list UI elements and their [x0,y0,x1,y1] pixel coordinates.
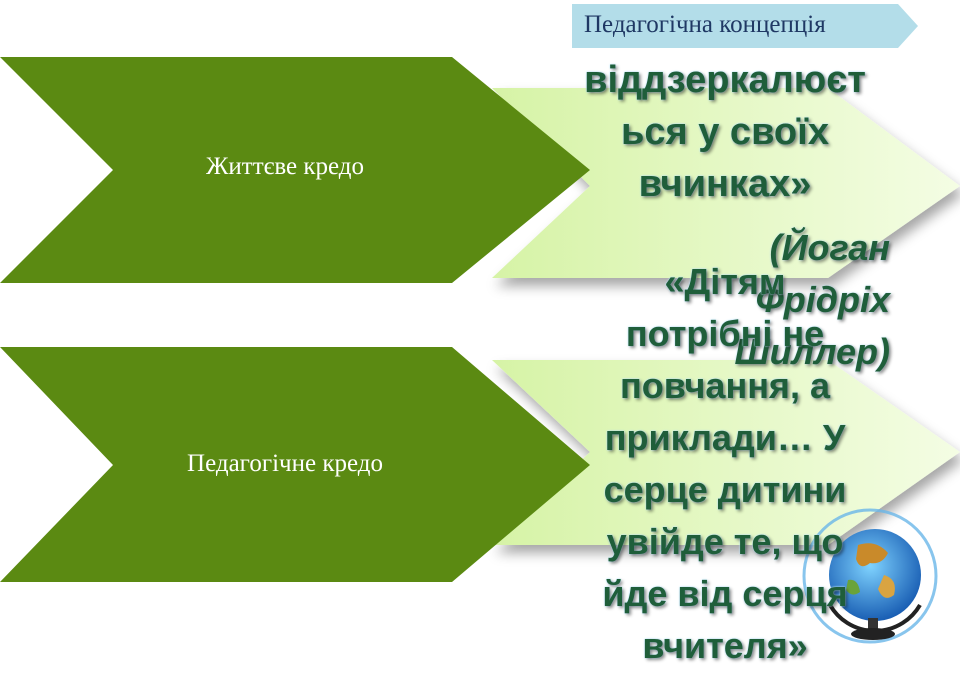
quote-line: увійде те, що [606,521,844,562]
pedagogical-credo-label: Педагогічне кредо [187,450,383,477]
quote-line: віддзеркалюєт [584,59,866,101]
quote-line: повчання, а [620,365,830,406]
dark-chevron-top [0,57,590,283]
quote-author: (Йоган Фрідріх Шиллер) [690,222,890,378]
globe-icon [802,508,938,644]
tag-arrow-shape [572,4,918,48]
light-chevron-top [492,88,960,278]
quote-second: «Дітям потрібні не повчання, а приклади…… [560,256,890,672]
author-line: Фрідріх [755,279,890,320]
quote-first: віддзеркалюєт ься у своїх вчинках» [560,54,890,210]
pedagogical-concept-tag: Педагогічна концепція [584,11,826,38]
life-credo-label: Життєве кредо [206,153,364,180]
quote-line: ься у своїх [621,111,829,153]
quote-line: вчителя» [642,625,808,666]
quote-line: серце дитини [603,469,847,510]
dark-chevron-bottom [0,347,590,582]
author-line: (Йоган [769,227,890,268]
quote-line: приклади… У [604,417,846,458]
quote-line: вчинках» [638,163,812,205]
quote-line: потрібні не [625,313,825,354]
quote-line: «Дітям [664,261,786,302]
light-chevron-bottom [492,360,960,545]
quote-line: йде від серця [602,573,848,614]
author-line: Шиллер) [734,331,890,372]
